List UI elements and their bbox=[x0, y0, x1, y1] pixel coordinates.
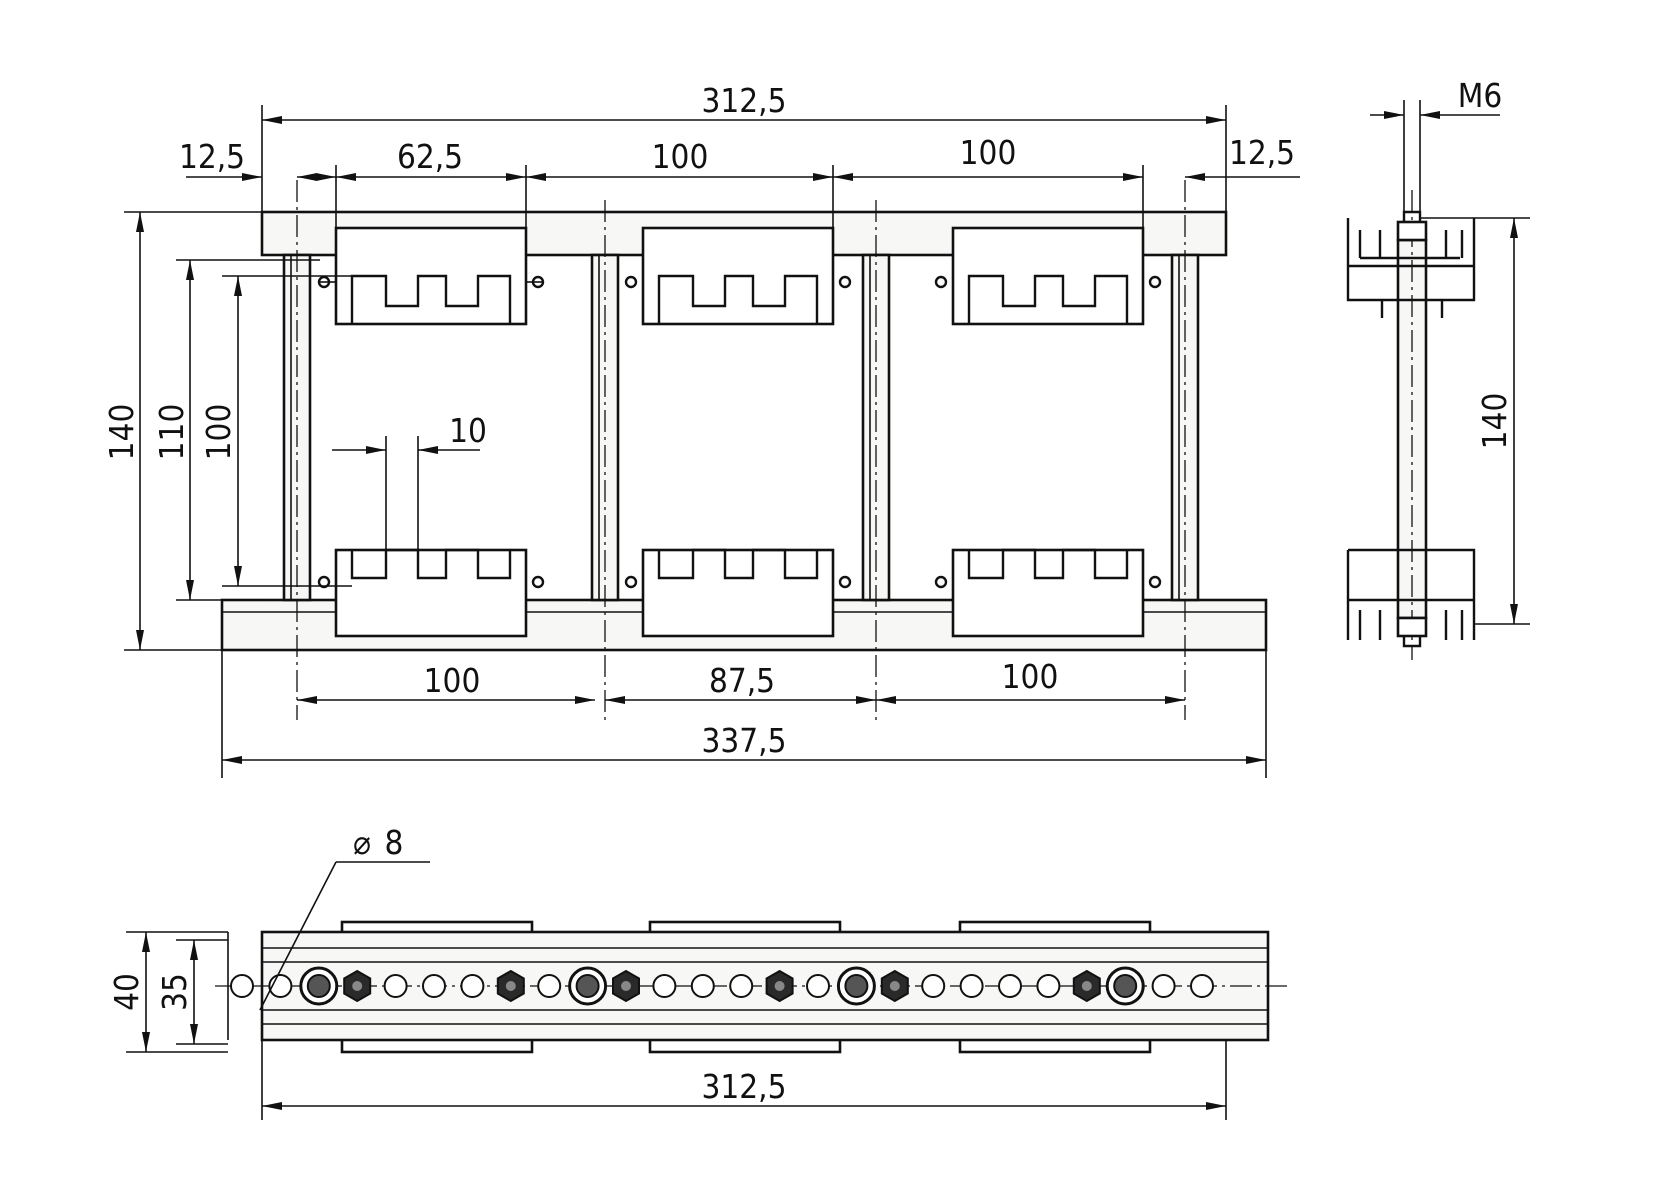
nut-bore bbox=[1081, 981, 1092, 991]
dim-slot-width: 10 bbox=[449, 411, 487, 450]
dim-overall-top: 312,5 bbox=[702, 81, 787, 120]
axis-lines bbox=[296, 180, 1186, 720]
mounting-hole bbox=[959, 974, 984, 998]
mounting-hole bbox=[806, 974, 830, 998]
dim-side-height: 140 bbox=[1475, 393, 1514, 450]
dim-overall-bottom: 337,5 bbox=[702, 721, 787, 760]
hole-row bbox=[230, 966, 1214, 1006]
mounting-hole bbox=[998, 974, 1022, 998]
dim-hole-diameter-symbol: ⌀ bbox=[353, 823, 371, 862]
nut-bore bbox=[774, 981, 785, 991]
front-height-dimensions: 140 110 100 bbox=[102, 211, 352, 651]
nut-bore bbox=[505, 981, 516, 991]
mounting-hole bbox=[383, 974, 408, 998]
bolt-shank bbox=[575, 974, 600, 998]
mounting-hole bbox=[230, 974, 254, 998]
dim-bottom-pitch-1: 100 bbox=[424, 661, 481, 700]
dim-width-inner: 35 bbox=[155, 973, 194, 1011]
front-view: 312,5 12,5 62,5 100 100 12,5 bbox=[102, 81, 1300, 778]
mounting-hole bbox=[537, 974, 562, 998]
dim-clamp-width: 62,5 bbox=[397, 137, 463, 176]
mounting-hole bbox=[1190, 974, 1214, 998]
dim-right-margin: 12,5 bbox=[1229, 133, 1295, 172]
dim-top-view-length: 312,5 bbox=[702, 1067, 787, 1106]
nut-bore bbox=[621, 981, 631, 991]
bolt-shank bbox=[306, 974, 331, 998]
nut-bore bbox=[889, 981, 900, 991]
side-view: M6 140 bbox=[1346, 76, 1530, 660]
dim-pitch-2: 100 bbox=[960, 133, 1017, 172]
dim-height-inner: 100 bbox=[199, 404, 238, 461]
dim-height-mid: 110 bbox=[152, 404, 191, 461]
dim-hole-diameter: 8 bbox=[385, 823, 404, 862]
dim-pitch-1: 100 bbox=[652, 137, 709, 176]
front-top-dimensions: 312,5 12,5 62,5 100 100 12,5 bbox=[179, 81, 1300, 228]
dim-thread: M6 bbox=[1458, 76, 1503, 115]
nut-bore bbox=[352, 981, 363, 991]
dim-width-outer: 40 bbox=[107, 973, 146, 1011]
dim-bottom-pitch-2: 87,5 bbox=[709, 661, 775, 700]
dim-bottom-pitch-3: 100 bbox=[1002, 657, 1059, 696]
mounting-hole bbox=[460, 974, 485, 998]
bolt-shank bbox=[1113, 974, 1138, 998]
mounting-hole bbox=[921, 974, 946, 998]
bolt-shank bbox=[844, 974, 869, 998]
mounting-hole bbox=[690, 974, 715, 998]
dim-height-outer: 140 bbox=[102, 404, 141, 461]
slot-dimension: 10 bbox=[332, 411, 487, 578]
mounting-hole bbox=[652, 974, 677, 998]
mounting-hole bbox=[729, 974, 754, 998]
upper-clamps bbox=[317, 226, 1162, 326]
mounting-hole bbox=[422, 974, 446, 998]
mounting-hole bbox=[1151, 974, 1176, 998]
mounting-hole bbox=[1036, 974, 1061, 998]
front-bottom-dimensions: 100 87,5 100 337,5 bbox=[221, 650, 1267, 778]
lower-clamps bbox=[317, 548, 1162, 638]
top-view: ⌀ 8 40 35 312,5 bbox=[107, 823, 1290, 1120]
dim-left-margin: 12,5 bbox=[179, 137, 245, 176]
